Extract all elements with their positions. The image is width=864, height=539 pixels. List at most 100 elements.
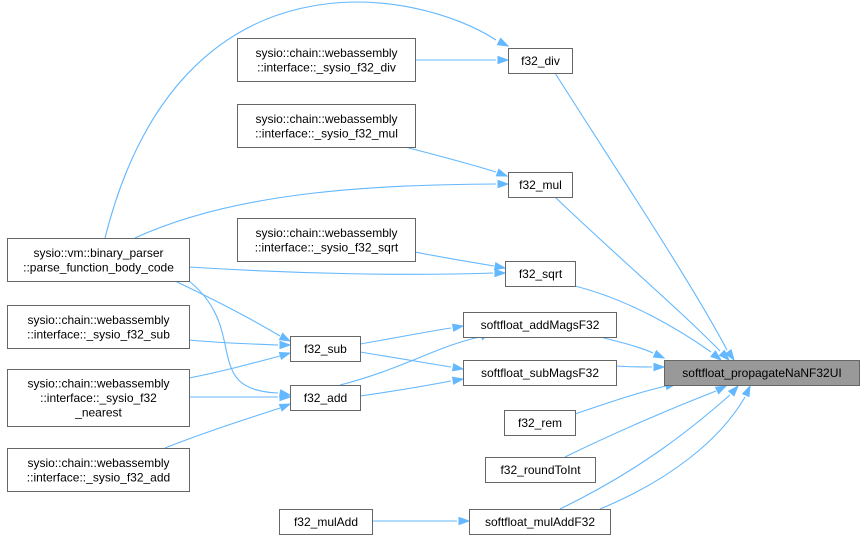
edge-line bbox=[104, 1, 497, 239]
edge-line bbox=[404, 146, 497, 173]
node-f32_mulAdd[interactable]: f32_mulAdd bbox=[279, 509, 373, 535]
node-mulAddF32[interactable]: softfloat_mulAddF32 bbox=[469, 509, 611, 535]
node-box bbox=[504, 410, 576, 436]
node-f32_rem[interactable]: f32_rem bbox=[504, 410, 576, 436]
edge-f32_sub-to-addMags bbox=[359, 323, 465, 345]
arrow-head-icon bbox=[458, 516, 471, 526]
edges-layer bbox=[104, 1, 751, 526]
edge-line bbox=[559, 394, 731, 510]
arrow-head-icon bbox=[724, 348, 735, 362]
edge-line bbox=[574, 385, 667, 415]
edge-line bbox=[574, 285, 712, 353]
node-f32_add[interactable]: f32_add bbox=[290, 385, 361, 411]
node-label: sysio::vm::binary_parser bbox=[33, 246, 163, 260]
edge-binary_parser-to-f32_sub bbox=[174, 280, 292, 342]
edge-sysio_div-to-f32_div bbox=[415, 55, 510, 65]
edge-line bbox=[599, 396, 746, 510]
node-box bbox=[463, 312, 617, 338]
node-f32_div[interactable]: f32_div bbox=[508, 48, 573, 74]
node-label: ::parse_function_body_code bbox=[23, 260, 174, 274]
edge-sysio_mul-to-f32_mul bbox=[404, 146, 509, 177]
node-box bbox=[7, 448, 190, 492]
edge-binary_parser-to-f32_div bbox=[104, 1, 510, 239]
node-label: f32_add bbox=[304, 391, 347, 405]
node-box bbox=[7, 238, 190, 282]
edge-sysio_sub-to-f32_sub bbox=[188, 339, 292, 350]
node-label: f32_rem bbox=[518, 416, 562, 430]
node-sysio_div[interactable]: sysio::chain::webassembly::interface::_s… bbox=[237, 38, 416, 82]
arrow-head-icon bbox=[741, 384, 751, 398]
node-sysio_nearest[interactable]: sysio::chain::webassembly::interface::_s… bbox=[7, 369, 190, 427]
edge-line bbox=[339, 336, 481, 386]
arrow-head-icon bbox=[451, 363, 465, 372]
node-label: sysio::chain::webassembly bbox=[27, 313, 169, 327]
edge-line bbox=[134, 183, 497, 239]
node-label: ::interface::_sysio_f32_mul bbox=[255, 126, 398, 140]
arrow-head-icon bbox=[279, 340, 292, 350]
arrow-head-icon bbox=[279, 392, 292, 402]
arrow-head-icon bbox=[495, 168, 509, 177]
edge-f32_sqrt-to-propagate bbox=[574, 285, 723, 361]
node-box bbox=[279, 509, 373, 535]
node-addMags[interactable]: softfloat_addMagsF32 bbox=[463, 312, 617, 338]
edge-sysio_add-to-f32_add bbox=[164, 403, 292, 449]
edge-sysio_sqrt-to-f32_sqrt bbox=[414, 251, 507, 271]
node-sysio_sqrt[interactable]: sysio::chain::webassembly::interface::_s… bbox=[237, 218, 416, 262]
node-box bbox=[290, 336, 361, 362]
edge-f32_sub-to-subMags bbox=[359, 351, 465, 372]
node-roundToInt[interactable]: f32_roundToInt bbox=[485, 457, 596, 483]
arrow-head-icon bbox=[278, 403, 292, 412]
node-label: ::interface::_sysio_f32_div bbox=[257, 60, 396, 74]
node-box bbox=[237, 38, 416, 82]
node-label: f32_mulAdd bbox=[294, 515, 358, 529]
node-box bbox=[469, 509, 611, 535]
node-f32_mul[interactable]: f32_mul bbox=[508, 172, 573, 198]
edge-line bbox=[188, 355, 281, 379]
edge-line bbox=[188, 280, 279, 394]
arrow-head-icon bbox=[451, 323, 465, 332]
node-box bbox=[508, 48, 573, 74]
node-sysio_sub[interactable]: sysio::chain::webassembly::interface::_s… bbox=[7, 305, 190, 349]
edge-line bbox=[564, 390, 717, 458]
node-label: ::interface::_sysio_f32_add bbox=[27, 470, 170, 484]
node-box bbox=[237, 104, 416, 148]
edge-line bbox=[615, 365, 653, 368]
node-label: f32_sqrt bbox=[519, 267, 563, 281]
edge-subMags-to-propagate bbox=[615, 362, 666, 372]
edge-roundToInt-to-propagate bbox=[564, 385, 728, 458]
node-label: softfloat_mulAddF32 bbox=[485, 515, 595, 529]
nodes-layer: sysio::vm::binary_parser::parse_function… bbox=[7, 38, 860, 535]
arrow-head-icon bbox=[497, 179, 510, 189]
node-box bbox=[505, 261, 576, 287]
node-label: ::interface::_sysio_f32 bbox=[40, 391, 157, 405]
node-label: _nearest bbox=[74, 406, 122, 420]
arrow-head-icon bbox=[494, 268, 507, 278]
edge-f32_add-to-subMags bbox=[359, 376, 465, 397]
node-label: softfloat_subMagsF32 bbox=[481, 366, 599, 380]
node-label: sysio::chain::webassembly bbox=[255, 112, 397, 126]
node-subMags[interactable]: softfloat_subMagsF32 bbox=[463, 360, 617, 386]
node-sysio_add[interactable]: sysio::chain::webassembly::interface::_s… bbox=[7, 448, 190, 492]
node-box bbox=[7, 305, 190, 349]
arrow-head-icon bbox=[714, 385, 728, 395]
node-propagate[interactable]: softfloat_propagateNaNF32UI bbox=[664, 360, 860, 386]
edge-binary_parser-to-f32_mul bbox=[134, 179, 510, 239]
arrow-head-icon bbox=[652, 349, 666, 359]
node-sysio_mul[interactable]: sysio::chain::webassembly::interface::_s… bbox=[237, 104, 416, 148]
edge-line bbox=[164, 407, 281, 449]
edge-binary_parser-to-f32_sqrt bbox=[188, 266, 507, 278]
node-box bbox=[237, 218, 416, 262]
node-box bbox=[7, 369, 190, 427]
node-box bbox=[664, 360, 860, 386]
node-f32_sub[interactable]: f32_sub bbox=[290, 336, 361, 362]
arrow-head-icon bbox=[718, 349, 731, 362]
node-box bbox=[508, 172, 573, 198]
node-box bbox=[290, 385, 361, 411]
node-label: sysio::chain::webassembly bbox=[255, 226, 397, 240]
node-binary_parser[interactable]: sysio::vm::binary_parser::parse_function… bbox=[7, 238, 190, 282]
arrow-head-icon bbox=[496, 37, 510, 47]
node-f32_sqrt[interactable]: f32_sqrt bbox=[505, 261, 576, 287]
edge-line bbox=[414, 251, 495, 267]
arrow-head-icon bbox=[493, 261, 507, 271]
